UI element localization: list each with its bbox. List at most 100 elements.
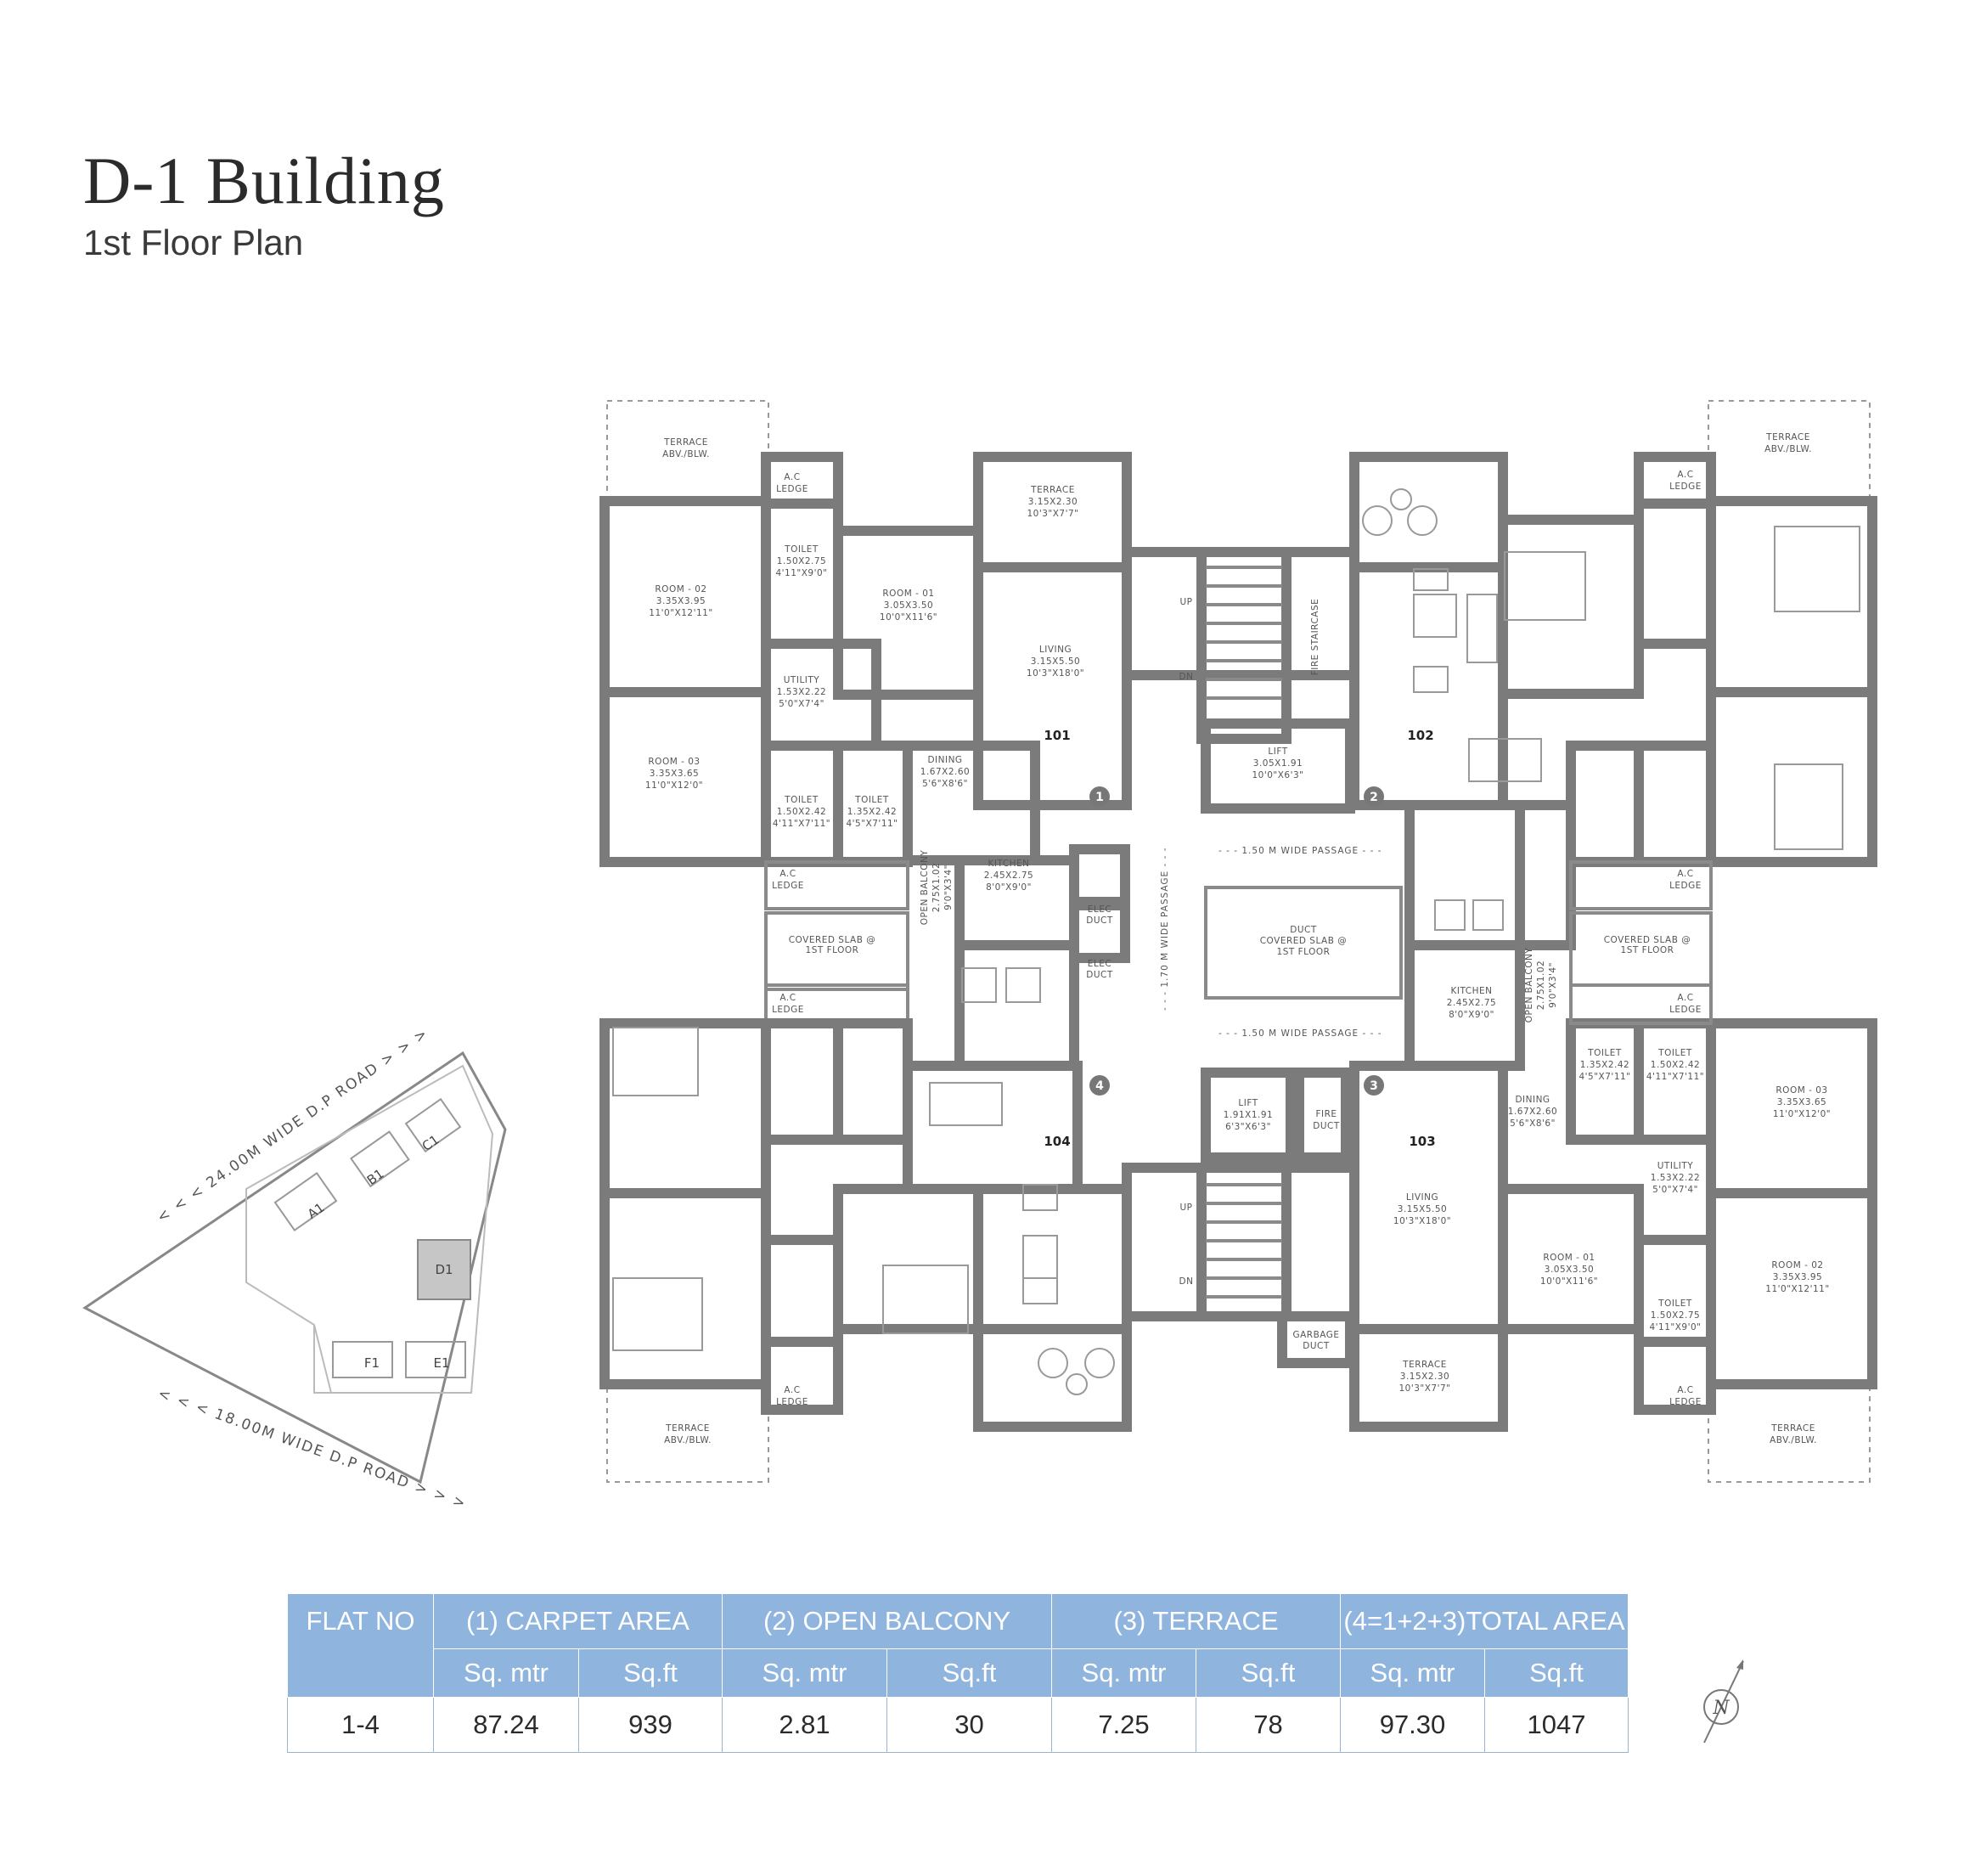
svg-text:3.05X1.91: 3.05X1.91 (1253, 758, 1303, 769)
label-balcony-101: OPEN BALCONY 2.75X1.02 9'0"X3'4" (920, 850, 954, 926)
label-terrace-abv-br: TERRACE ABV./BLW. (1770, 1423, 1816, 1445)
label-lift-top: LIFT 3.05X1.91 10'0"X6'3" (1252, 746, 1303, 780)
svg-text:11'0"X12'11": 11'0"X12'11" (649, 608, 712, 618)
svg-text:LEDGE: LEDGE (772, 881, 804, 891)
flat-number-103: 103 (1409, 1134, 1435, 1149)
svg-text:3.15X2.30: 3.15X2.30 (1028, 497, 1078, 507)
road-bottom-label: < < < 18.00M WIDE D.P ROAD > > > (155, 1385, 469, 1513)
svg-text:3.05X3.50: 3.05X3.50 (1545, 1265, 1594, 1275)
col-terrace: (3) TERRACE (1051, 1593, 1341, 1649)
svg-text:4: 4 (1095, 1079, 1104, 1093)
table-header-row: FLAT NO (1) CARPET AREA (2) OPEN BALCONY… (287, 1593, 1629, 1698)
label-room03-103: ROOM - 03 3.35X3.65 11'0"X12'0" (1773, 1085, 1831, 1119)
svg-text:A.C: A.C (1677, 993, 1693, 1003)
svg-text:ELEC: ELEC (1088, 959, 1111, 969)
label-lift-bottom: LIFT 1.91X1.91 6'3"X6'3" (1224, 1098, 1273, 1132)
svg-text:ROOM - 03: ROOM - 03 (648, 757, 700, 767)
svg-text:3.15X5.50: 3.15X5.50 (1031, 656, 1080, 667)
svg-text:10'3"X18'0": 10'3"X18'0" (1027, 668, 1084, 679)
svg-text:TOILET: TOILET (854, 795, 889, 805)
label-room03-101: ROOM - 03 3.35X3.65 11'0"X12'0" (645, 757, 703, 791)
site-building-d1: D1 (435, 1262, 453, 1277)
label-toilet-101: TOILET 1.50X2.75 4'11"X9'0" (775, 544, 827, 578)
svg-text:2: 2 (1370, 791, 1378, 804)
svg-text:ROOM - 02: ROOM - 02 (655, 584, 706, 594)
label-terrace-abv-tl: TERRACE ABV./BLW. (662, 437, 710, 459)
svg-text:ROOM - 02: ROOM - 02 (1771, 1260, 1823, 1270)
svg-text:4'11"X9'0": 4'11"X9'0" (775, 568, 827, 578)
svg-text:LEDGE: LEDGE (1669, 1397, 1702, 1407)
svg-text:1.35X2.42: 1.35X2.42 (1580, 1060, 1629, 1070)
svg-text:ABV./BLW.: ABV./BLW. (662, 449, 710, 459)
svg-text:TERRACE: TERRACE (665, 1423, 710, 1434)
site-building-c1: C1 (419, 1132, 442, 1154)
label-passage-bottom: - - - 1.50 M WIDE PASSAGE - - - (1218, 1028, 1382, 1039)
cell-terrace-sqm: 7.25 (1051, 1697, 1196, 1753)
svg-text:ABV./BLW.: ABV./BLW. (1764, 444, 1812, 454)
label-ac-ledge-101-mid: A.C LEDGE (772, 869, 804, 891)
svg-text:A.C: A.C (779, 869, 796, 879)
svg-text:LEDGE: LEDGE (1669, 1005, 1702, 1015)
svg-text:LIFT: LIFT (1238, 1098, 1258, 1108)
terrace-outline-bl (606, 1383, 769, 1483)
svg-text:10'3"X7'7": 10'3"X7'7" (1027, 509, 1078, 519)
svg-text:LIVING: LIVING (1406, 1192, 1438, 1203)
svg-text:COVERED SLAB @: COVERED SLAB @ (1260, 936, 1348, 946)
cell-carpet-sqft: 939 (578, 1697, 723, 1753)
svg-text:1.53X2.22: 1.53X2.22 (1651, 1173, 1700, 1183)
svg-text:ABV./BLW.: ABV./BLW. (664, 1435, 712, 1445)
svg-text:9'0"X3'4": 9'0"X3'4" (943, 865, 954, 910)
label-fire-staircase: FIRE STAIRCASE (1310, 599, 1320, 676)
marker-4: 4 (1089, 1075, 1110, 1096)
svg-text:A.C: A.C (1677, 470, 1693, 480)
svg-text:10'0"X11'6": 10'0"X11'6" (880, 612, 937, 623)
svg-text:3.05X3.50: 3.05X3.50 (884, 600, 933, 611)
svg-text:TERRACE: TERRACE (1765, 432, 1810, 442)
compass-label: N (1712, 1698, 1730, 1719)
svg-text:KITCHEN: KITCHEN (1451, 986, 1493, 996)
svg-text:5'6"X8'6": 5'6"X8'6" (922, 779, 968, 789)
site-building-f1: F1 (364, 1355, 380, 1371)
svg-text:TOILET: TOILET (1657, 1299, 1692, 1309)
label-dn-top: DN (1179, 672, 1194, 682)
label-room02-101: ROOM - 02 3.35X3.95 11'0"X12'11" (649, 584, 712, 618)
label-room01-103: ROOM - 01 3.05X3.50 10'0"X11'6" (1540, 1253, 1598, 1287)
svg-text:1.50X2.75: 1.50X2.75 (1651, 1310, 1700, 1321)
sub-balcony-sqm: Sq. mtr (722, 1648, 887, 1698)
label-dining-101: DINING 1.67X2.60 5'6"X8'6" (920, 755, 970, 789)
svg-text:2.45X2.75: 2.45X2.75 (984, 870, 1033, 881)
svg-text:4'11"X9'0": 4'11"X9'0" (1649, 1322, 1701, 1332)
page-title: D-1 Building (83, 144, 445, 217)
svg-text:ROOM - 03: ROOM - 03 (1775, 1085, 1827, 1096)
svg-text:TOILET: TOILET (1587, 1048, 1622, 1058)
svg-text:LEDGE: LEDGE (776, 484, 808, 494)
flat-103-walls (1349, 940, 1877, 1432)
furniture (612, 488, 1860, 1395)
label-up-bottom: UP (1179, 1203, 1192, 1213)
svg-text:TOILET: TOILET (784, 544, 819, 555)
svg-text:11'0"X12'0": 11'0"X12'0" (645, 780, 703, 791)
label-utility-103: UTILITY 1.53X2.22 5'0"X7'4" (1651, 1161, 1700, 1195)
svg-text:A.C: A.C (1677, 1385, 1693, 1395)
label-balcony-103: OPEN BALCONY 2.75X1.02 9'0"X3'4" (1524, 948, 1558, 1023)
road-top-label: < < < 24.00M WIDE D.P ROAD > > > (154, 1025, 431, 1226)
col-carpet-area: (1) CARPET AREA (433, 1593, 723, 1649)
svg-text:OPEN BALCONY: OPEN BALCONY (1524, 948, 1534, 1023)
svg-text:ROOM - 01: ROOM - 01 (882, 589, 934, 599)
label-ac-ledge-101-top: A.C LEDGE (776, 472, 808, 494)
site-building-e1: E1 (433, 1355, 449, 1371)
label-toilet-103b: TOILET 1.50X2.42 4'11"X7'11" (1646, 1048, 1704, 1082)
svg-text:1.67X2.60: 1.67X2.60 (1508, 1107, 1557, 1117)
svg-text:FIRE: FIRE (1315, 1109, 1337, 1119)
svg-text:KITCHEN: KITCHEN (988, 859, 1030, 869)
svg-text:4'5"X7'11": 4'5"X7'11" (846, 819, 898, 829)
svg-text:OPEN BALCONY: OPEN BALCONY (920, 850, 930, 926)
svg-text:11'0"X12'0": 11'0"X12'0" (1773, 1109, 1831, 1119)
svg-text:11'0"X12'11": 11'0"X12'11" (1765, 1284, 1829, 1294)
svg-text:ROOM - 01: ROOM - 01 (1543, 1253, 1595, 1263)
label-covered-slab-right: COVERED SLAB @ 1ST FLOOR (1604, 935, 1691, 955)
label-dn-bottom: DN (1179, 1276, 1194, 1287)
svg-text:6'3"X6'3": 6'3"X6'3" (1225, 1122, 1271, 1132)
label-terrace-abv-bl: TERRACE ABV./BLW. (664, 1423, 712, 1445)
svg-text:TERRACE: TERRACE (1402, 1360, 1447, 1370)
